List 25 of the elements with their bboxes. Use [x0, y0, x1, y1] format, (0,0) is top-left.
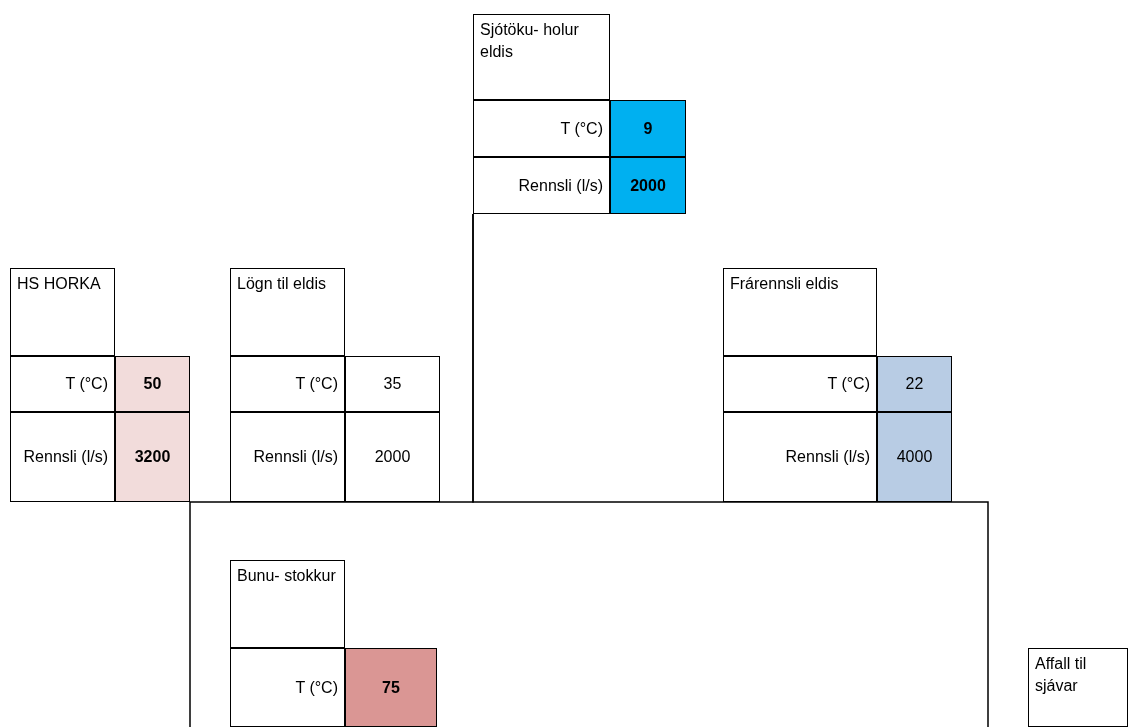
- node-heading: HS HORKA: [10, 268, 115, 356]
- node-heading: Frárennsli eldis: [723, 268, 877, 356]
- row-label: Rennsli (l/s): [723, 412, 877, 502]
- row-label: T (°C): [10, 356, 115, 412]
- row-label: T (°C): [723, 356, 877, 412]
- value-cell: 3200: [115, 412, 190, 502]
- row-label: Rennsli (l/s): [473, 157, 610, 214]
- node-heading: Lögn til eldis: [230, 268, 345, 356]
- row-label: Rennsli (l/s): [230, 412, 345, 502]
- value-cell: 2000: [345, 412, 440, 502]
- value-cell: 2000: [610, 157, 686, 214]
- value-cell: 50: [115, 356, 190, 412]
- value-cell: 22: [877, 356, 952, 412]
- row-label: T (°C): [230, 648, 345, 727]
- row-label: T (°C): [473, 100, 610, 157]
- value-cell: 75: [345, 648, 437, 727]
- value-cell: 4000: [877, 412, 952, 502]
- row-label: T (°C): [230, 356, 345, 412]
- row-label: Rennsli (l/s): [10, 412, 115, 502]
- node-heading: Bunu- stokkur: [230, 560, 345, 648]
- pipe-line: [472, 213, 989, 727]
- node-heading: Sjótöku- holur eldis: [473, 14, 610, 100]
- value-cell: 35: [345, 356, 440, 412]
- value-cell: 9: [610, 100, 686, 157]
- node-heading: Affall til sjávar: [1028, 648, 1128, 727]
